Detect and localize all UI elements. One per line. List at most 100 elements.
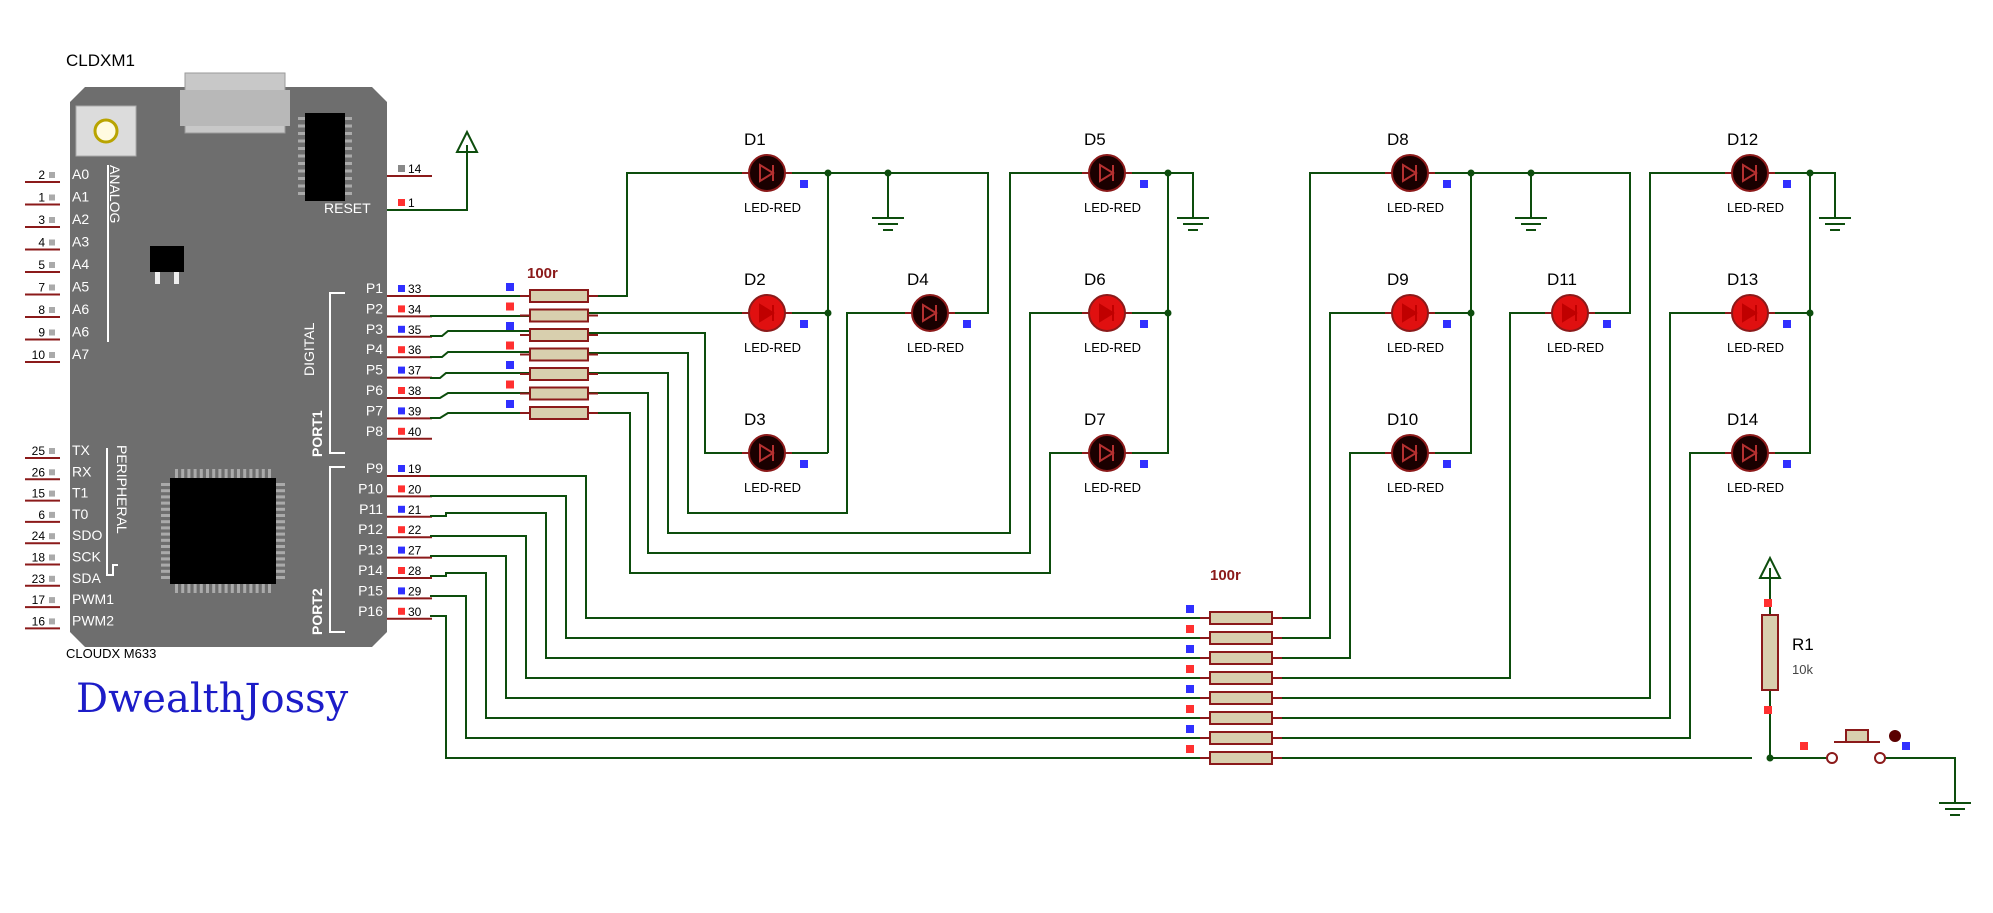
analog-pin-number: 1 — [38, 191, 45, 205]
junction-dot — [1806, 309, 1814, 317]
pin-state-indicator — [506, 302, 514, 311]
port1-pin-label: P1 — [366, 280, 383, 296]
pin-state-indicator — [1186, 625, 1194, 633]
pin-state-idle — [49, 554, 55, 561]
reset-button-cap[interactable] — [93, 118, 119, 144]
port2-pin-label: P15 — [358, 582, 383, 598]
reset-button[interactable] — [75, 105, 137, 157]
ground-icon — [1819, 210, 1851, 231]
pin-state-low — [963, 320, 971, 328]
pin-state-idle — [49, 239, 55, 246]
pin-state-high — [1764, 706, 1772, 714]
port2-pin-label: P12 — [358, 521, 383, 537]
port2-bracket — [329, 466, 345, 633]
led-body — [1391, 154, 1429, 192]
pin-state-indicator — [398, 505, 405, 513]
pin-state-indicator — [398, 607, 405, 615]
pin-state-low — [1140, 320, 1148, 328]
push-button[interactable] — [1800, 729, 1910, 764]
analog-pin-label: A4 — [72, 256, 89, 272]
diode-symbol-icon — [1742, 163, 1758, 183]
resistor-network-1[interactable] — [506, 283, 598, 420]
analog-pin-number: 9 — [38, 326, 45, 340]
pin-state-indicator — [398, 387, 405, 394]
mcu-chip — [170, 478, 276, 584]
led-ref: D13 — [1727, 270, 1758, 289]
resistor-element — [1209, 731, 1273, 745]
resnet1-label: 100r — [527, 265, 558, 282]
led-ref: D5 — [1084, 130, 1106, 149]
regulator-leg — [155, 272, 160, 284]
pin-state-indicator — [398, 305, 405, 313]
button-knob[interactable] — [1889, 730, 1901, 742]
led-ref: D7 — [1084, 410, 1106, 429]
diode-symbol-icon — [1099, 303, 1115, 323]
analog-pin-label: A0 — [72, 166, 89, 182]
pin-state-low — [800, 460, 808, 468]
usb-ic-legs — [298, 117, 352, 195]
junction-dot — [1806, 169, 1814, 177]
pin-state-indicator — [398, 366, 405, 374]
resistor-r1[interactable]: R1 10k — [1761, 599, 1814, 714]
port2-pin-number: 22 — [408, 523, 422, 537]
pin-state-idle — [49, 597, 55, 604]
diode-symbol-icon — [922, 303, 938, 323]
analog-pin-label: A3 — [72, 234, 89, 250]
pin-state-indicator — [506, 283, 514, 291]
button-cap[interactable] — [1845, 729, 1869, 743]
resistor-network-2[interactable] — [1186, 605, 1282, 765]
pin-state-low — [1603, 320, 1611, 328]
diode-symbol-icon — [1402, 443, 1418, 463]
peripheral-pin-label: SDO — [72, 527, 102, 543]
led-type: LED-RED — [1727, 480, 1784, 495]
resistor-r1-body[interactable] — [1761, 614, 1779, 691]
peripheral-pin-label: RX — [72, 463, 92, 479]
pin-state-idle — [49, 533, 55, 540]
junction-dot — [884, 169, 892, 177]
junction-dot — [1164, 169, 1172, 177]
usb-connector-inner — [180, 90, 290, 126]
led-type: LED-RED — [1387, 200, 1444, 215]
diode-symbol-icon — [759, 163, 775, 183]
led-body — [1731, 154, 1769, 192]
pin-state-indicator — [398, 427, 405, 435]
pin-state-low — [1443, 180, 1451, 188]
wires — [430, 172, 1956, 795]
mcu-legs — [161, 469, 285, 593]
led-type: LED-RED — [1084, 480, 1141, 495]
pin-state-indicator — [1186, 685, 1194, 693]
pin-state-idle — [49, 490, 55, 497]
port2-pin-number: 19 — [408, 462, 422, 476]
port1-pin-number: 39 — [408, 404, 422, 418]
led-type: LED-RED — [907, 340, 964, 355]
port2-pin-label: P11 — [359, 501, 383, 517]
ground-icon — [1177, 210, 1209, 231]
peripheral-pin-number: 26 — [32, 465, 46, 479]
diode-symbol-icon — [759, 443, 775, 463]
diode-symbol-icon — [1742, 303, 1758, 323]
pin-state-indicator — [398, 199, 405, 206]
port1-pin-number: 35 — [408, 323, 422, 337]
cloudx-board[interactable]: CLDXM1 ANALOG PERIPHERAL DIGITAL PORT1 P… — [25, 51, 432, 661]
port1-bracket — [329, 292, 345, 454]
analog-pin-label: A6 — [72, 324, 89, 340]
port2-pin-label: P14 — [358, 562, 383, 578]
led-type: LED-RED — [1727, 340, 1784, 355]
port1-pin-number: 38 — [408, 384, 422, 398]
junction-dot — [824, 169, 832, 177]
power-terminal-icon — [1758, 555, 1782, 590]
